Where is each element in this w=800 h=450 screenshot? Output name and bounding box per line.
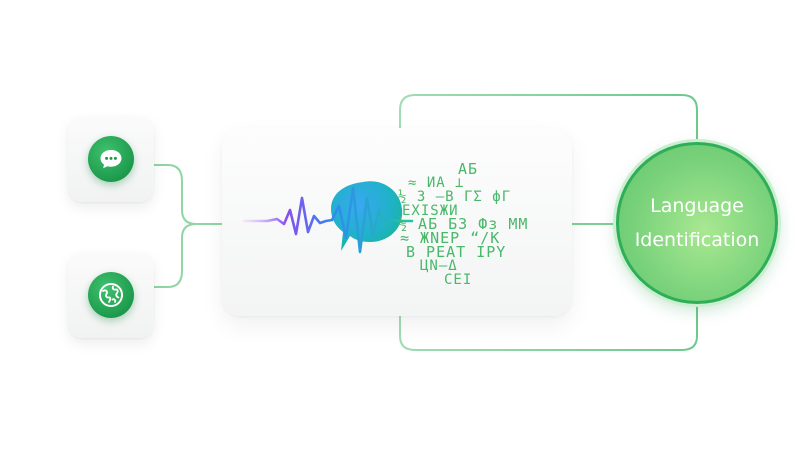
chat-bubble-icon	[88, 136, 134, 182]
chat-input-card	[68, 116, 154, 202]
waveform-line	[242, 186, 414, 254]
glyph-line-2: ≈ ИА ⊥	[408, 175, 465, 191]
glyph-line-3: ½ З —Β ГΣ фГ	[398, 189, 512, 205]
glyph-line-1: AБ	[458, 160, 479, 178]
waveform-icon	[242, 181, 414, 254]
glyph-line-6: ≈ ЖΝΕР “/К	[400, 229, 501, 247]
output-label-line2: Identification	[634, 229, 760, 251]
glyph-line-9: СЕΙ	[444, 272, 473, 288]
connector-bottom-loop	[399, 300, 698, 351]
glyph-line-8: ЦΝ—Δ	[420, 258, 458, 274]
glyph-cloud: AБ ≈ ИА ⊥ ½ З —Β ГΣ фГ ЕХІЅЖИ ½ АБ БЗ Фз…	[222, 128, 572, 316]
glyph-line-5: ½ АБ БЗ Фз ММ	[398, 215, 529, 233]
output-label-line1: Language	[650, 195, 744, 217]
speech-bubble-icon	[331, 181, 403, 251]
globe-icon	[88, 272, 134, 318]
glyph-line-4: ЕХІЅЖИ	[402, 203, 459, 219]
audio-processing-panel: AБ ≈ ИА ⊥ ½ З —Β ГΣ фГ ЕХІЅЖИ ½ АБ БЗ Фз…	[222, 128, 572, 316]
connector-chat	[154, 164, 222, 225]
globe-input-card	[68, 252, 154, 338]
language-identification-node: Language Identification	[616, 142, 778, 304]
connector-top-loop	[399, 94, 698, 170]
glyph-line-7: В РΕΑΤ ΙΡΥ	[406, 243, 507, 261]
connector-globe	[154, 223, 222, 288]
